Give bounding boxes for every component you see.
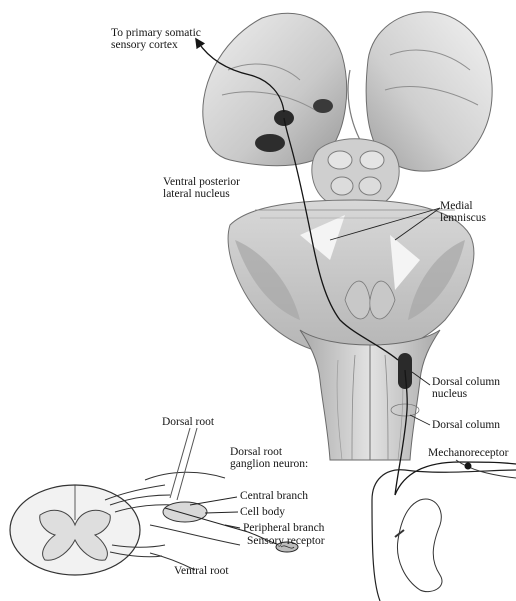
label-dcn-line: Dorsal column bbox=[432, 376, 500, 388]
label-dorsal-root: Dorsal root bbox=[162, 416, 214, 428]
vpl-nucleus-dot bbox=[313, 99, 333, 113]
label-peripheral-branch: Peripheral branch bbox=[243, 522, 324, 534]
spinal-cord-left bbox=[10, 485, 140, 575]
spinal-cord-right bbox=[372, 460, 516, 601]
label-cortex-line: To primary somatic bbox=[111, 27, 201, 39]
mechanoreceptor-dot bbox=[465, 463, 472, 470]
label-dorsal-column: Dorsal column bbox=[432, 419, 500, 431]
label-cortex: To primary somatic sensory cortex bbox=[111, 27, 201, 51]
label-ml-line: lemniscus bbox=[440, 212, 486, 224]
vpl-nucleus-dot bbox=[255, 134, 285, 152]
label-dcn-line: nucleus bbox=[432, 388, 500, 400]
label-dorsal-column-nucleus: Dorsal column nucleus bbox=[432, 376, 500, 400]
label-ventral-root: Ventral root bbox=[174, 565, 229, 577]
label-medial-lemniscus: Medial lemniscus bbox=[440, 200, 486, 224]
label-vpl-line: lateral nucleus bbox=[163, 188, 240, 200]
label-sensory-receptor: Sensory receptor bbox=[247, 535, 325, 547]
label-vpl: Ventral posterior lateral nucleus bbox=[163, 176, 240, 200]
midbrain bbox=[312, 139, 399, 209]
label-cell-body: Cell body bbox=[240, 506, 285, 518]
label-drg-line: ganglion neuron: bbox=[230, 458, 308, 470]
label-ml-line: Medial bbox=[440, 200, 486, 212]
label-drg-line: Dorsal root bbox=[230, 446, 308, 458]
ganglion-cell-body bbox=[163, 502, 207, 522]
label-mechanoreceptor: Mechanoreceptor bbox=[428, 447, 508, 459]
label-cortex-line: sensory cortex bbox=[111, 39, 201, 51]
label-vpl-line: Ventral posterior bbox=[163, 176, 240, 188]
label-central-branch: Central branch bbox=[240, 490, 308, 502]
label-drg-neuron: Dorsal root ganglion neuron: bbox=[230, 446, 308, 470]
